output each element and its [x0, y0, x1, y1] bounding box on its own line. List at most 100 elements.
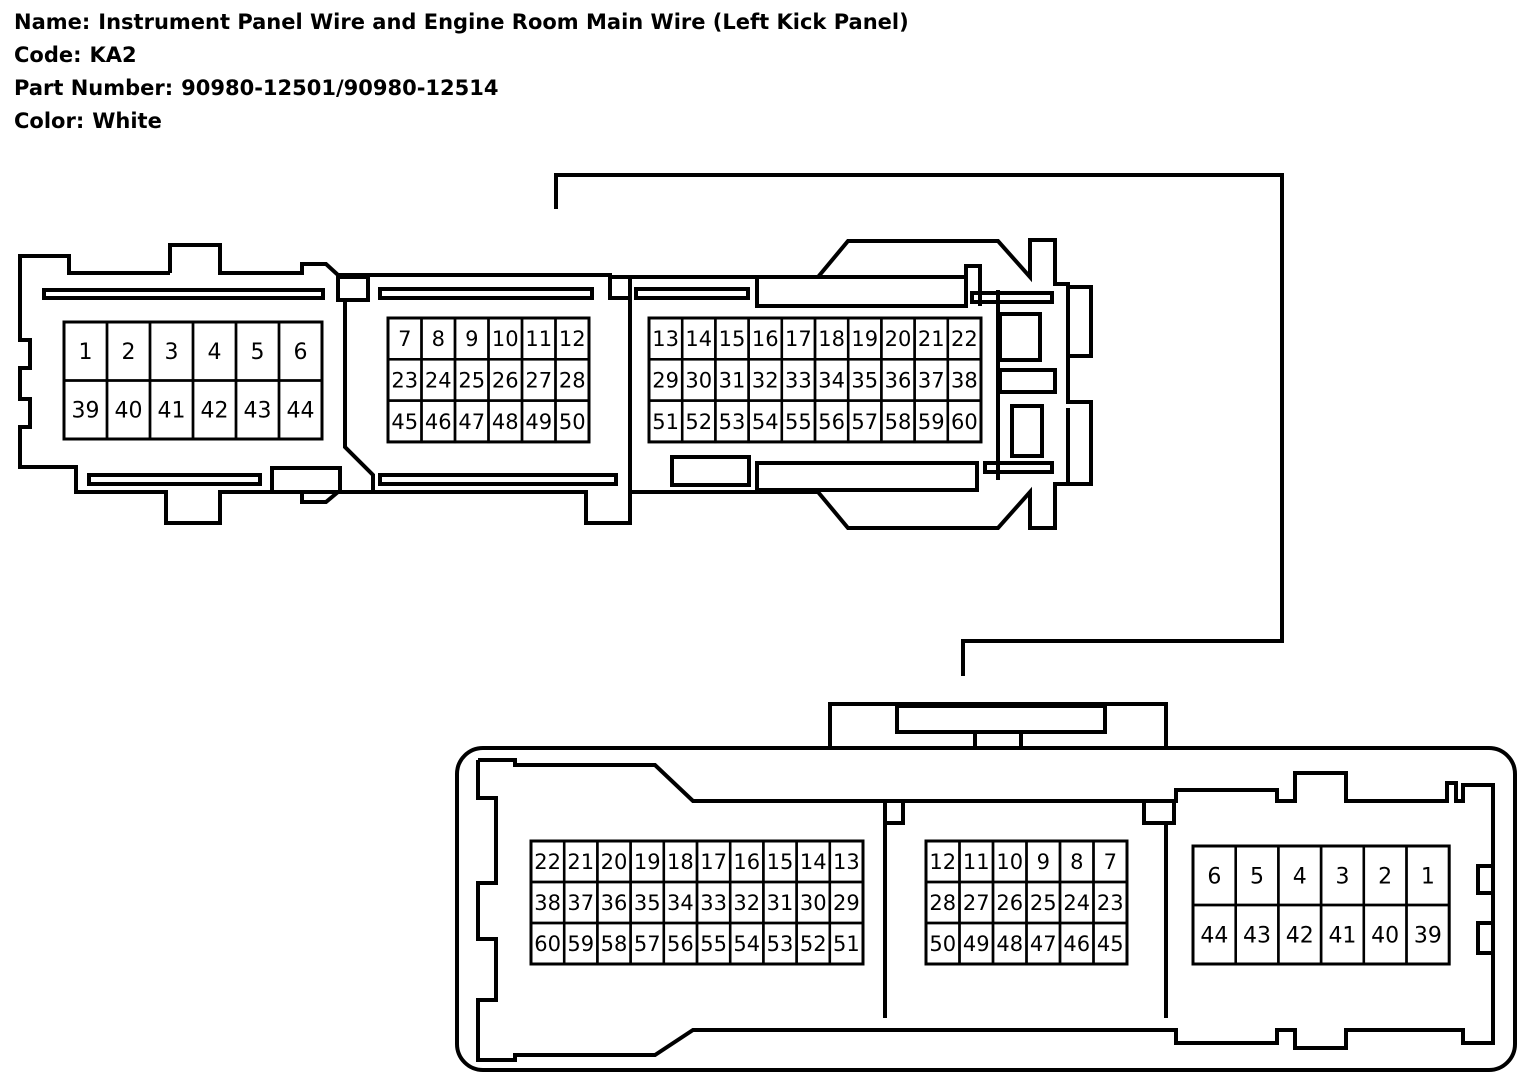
pin-number-label: 12	[929, 850, 956, 874]
code-row: Code: KA2	[14, 39, 909, 72]
pin-number-label: 50	[929, 932, 956, 956]
pin-number-label: 39	[72, 399, 100, 424]
pin-number-label: 52	[800, 932, 827, 956]
top-connector-housing	[18, 238, 1093, 530]
pin-number-label: 54	[752, 410, 779, 434]
pin-number-label: 32	[733, 891, 760, 915]
pin-number-label: 60	[951, 410, 978, 434]
pin-number-label: 25	[458, 369, 485, 393]
top-slot	[998, 368, 1057, 394]
pin-number-label: 56	[818, 410, 845, 434]
pin-number-label: 51	[833, 932, 860, 956]
pin-number-label: 10	[996, 850, 1023, 874]
pin-number-label: 44	[287, 399, 315, 424]
pin-number-label: 37	[918, 369, 945, 393]
top-slot	[42, 288, 325, 300]
pin-number-label: 19	[851, 327, 878, 351]
pin-number-label: 15	[719, 327, 746, 351]
pin-number-label: 25	[1030, 891, 1057, 915]
pin-number-label: 7	[398, 327, 411, 351]
top-slot	[670, 455, 751, 487]
pin-number-label: 40	[115, 399, 143, 424]
pin-number-label: 49	[963, 932, 990, 956]
bottom-right-bump	[1476, 921, 1493, 955]
pin-cavity	[277, 379, 324, 441]
top-slot	[378, 287, 594, 300]
top-slot	[998, 312, 1042, 362]
pin-number-label: 31	[767, 891, 794, 915]
pin-number-label: 43	[1243, 923, 1271, 948]
pin-number-label: 6	[294, 340, 308, 365]
pin-number-label: 57	[634, 932, 661, 956]
pin-number-label: 36	[885, 369, 912, 393]
pin-number-label: 33	[785, 369, 812, 393]
top-slot	[336, 275, 370, 302]
top-slot	[270, 466, 342, 494]
pin-number-label: 14	[685, 327, 712, 351]
pin-number-label: 40	[1371, 923, 1399, 948]
pin-number-label: 59	[567, 932, 594, 956]
pin-number-label: 56	[667, 932, 694, 956]
pin-number-label: 42	[1286, 923, 1314, 948]
code-value: KA2	[89, 43, 137, 67]
pin-number-label: 43	[244, 399, 272, 424]
color-label: Color:	[14, 109, 85, 133]
pin-number-label: 26	[492, 369, 519, 393]
part-number-value: 90980-12501/90980-12514	[181, 76, 499, 100]
name-label: Name:	[14, 10, 91, 34]
color-value: White	[92, 109, 162, 133]
bottom-slot	[1142, 799, 1176, 825]
bottom-lock-tab-inner	[895, 704, 1107, 734]
pin-number-label: 16	[752, 327, 779, 351]
pin-number-label: 41	[158, 399, 186, 424]
pin-cavity	[828, 921, 865, 966]
pin-number-label: 35	[634, 891, 661, 915]
pin-number-label: 59	[918, 410, 945, 434]
pin-number-label: 44	[1200, 923, 1228, 948]
pin-number-label: 45	[391, 410, 418, 434]
pin-number-label: 21	[567, 850, 594, 874]
part-number-label: Part Number:	[14, 76, 174, 100]
pin-number-label: 34	[667, 891, 694, 915]
pin-number-label: 23	[1097, 891, 1124, 915]
bottom-slot	[883, 799, 905, 825]
pin-number-label: 11	[963, 850, 990, 874]
pin-number-label: 9	[465, 327, 478, 351]
code-label: Code:	[14, 43, 82, 67]
pin-number-label: 52	[685, 410, 712, 434]
top-slot	[1010, 404, 1044, 458]
pin-number-label: 17	[785, 327, 812, 351]
pin-number-label: 29	[652, 369, 679, 393]
pin-number-label: 38	[951, 369, 978, 393]
top-slot	[970, 291, 1054, 304]
pin-number-label: 5	[1250, 864, 1264, 889]
pin-cavity	[554, 399, 591, 444]
pin-number-label: 21	[918, 327, 945, 351]
pin-number-label: 24	[425, 369, 452, 393]
pin-number-label: 4	[208, 340, 222, 365]
pin-number-label: 32	[752, 369, 779, 393]
pin-number-label: 5	[251, 340, 265, 365]
top-slot	[608, 275, 632, 300]
pin-number-label: 42	[201, 399, 229, 424]
pin-number-label: 46	[425, 410, 452, 434]
pin-number-label: 45	[1097, 932, 1124, 956]
pin-number-label: 2	[122, 340, 136, 365]
pin-number-label: 6	[1207, 864, 1221, 889]
name-value: Instrument Panel Wire and Engine Room Ma…	[98, 10, 909, 34]
pin-number-label: 51	[652, 410, 679, 434]
pin-number-label: 54	[733, 932, 760, 956]
pin-number-label: 18	[818, 327, 845, 351]
bottom-inner-outline	[476, 758, 1495, 1062]
pin-number-label: 57	[851, 410, 878, 434]
pin-number-label: 36	[601, 891, 628, 915]
pin-number-label: 47	[458, 410, 485, 434]
top-slot	[378, 473, 618, 486]
pin-number-label: 16	[733, 850, 760, 874]
pin-number-label: 50	[559, 410, 586, 434]
pin-number-label: 29	[833, 891, 860, 915]
top-slot	[755, 461, 979, 492]
pin-number-label: 30	[685, 369, 712, 393]
